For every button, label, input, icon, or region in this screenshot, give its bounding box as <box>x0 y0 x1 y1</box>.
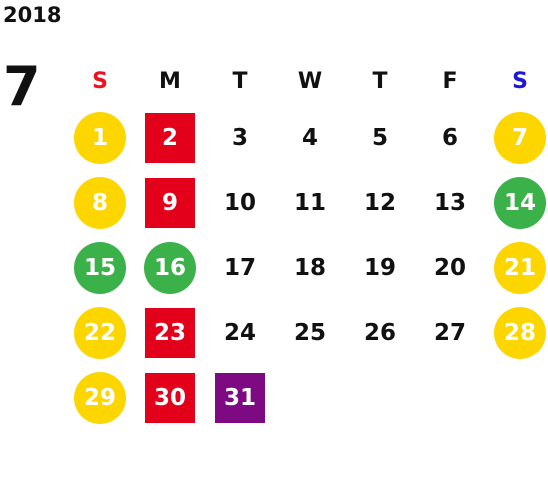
calendar-day-number: 7 <box>494 111 546 164</box>
calendar-day-cell <box>415 365 485 430</box>
calendar-day-cell <box>485 365 548 430</box>
calendar-day-cell[interactable]: 10 <box>205 170 275 235</box>
calendar-month: 7 <box>3 55 41 118</box>
weekday-header-monday: M <box>159 68 181 94</box>
calendar-day-cell[interactable]: 3 <box>205 105 275 170</box>
calendar-day-number: 17 <box>223 254 256 281</box>
calendar-day-cell[interactable]: 4 <box>275 105 345 170</box>
calendar-day-cell[interactable]: 1 <box>65 105 135 170</box>
calendar-day-number: 24 <box>223 319 256 346</box>
calendar-day-cell[interactable]: 28 <box>485 300 548 365</box>
calendar-day-number: 6 <box>441 124 458 151</box>
calendar-year: 2018 <box>3 3 62 27</box>
calendar-day-number: 18 <box>293 254 326 281</box>
calendar-day-number: 10 <box>223 189 256 216</box>
calendar-day-number: 31 <box>215 372 265 423</box>
calendar-day-number: 29 <box>74 371 126 424</box>
weekday-header-row: S M T W T F S <box>65 57 542 105</box>
calendar-day-cell[interactable]: 13 <box>415 170 485 235</box>
calendar-day-cell[interactable]: 11 <box>275 170 345 235</box>
calendar-day-number: 20 <box>433 254 466 281</box>
calendar-day-cell[interactable]: 12 <box>345 170 415 235</box>
calendar-day-cell[interactable]: 6 <box>415 105 485 170</box>
calendar-day-cell[interactable]: 5 <box>345 105 415 170</box>
calendar-day-number: 26 <box>363 319 396 346</box>
calendar-day-cell[interactable]: 24 <box>205 300 275 365</box>
calendar-day-cell[interactable]: 31 <box>205 365 275 430</box>
calendar-week-row: 22 23 24 25 26 27 28 <box>65 300 546 365</box>
calendar-day-number: 3 <box>231 124 248 151</box>
weekday-header-tuesday: T <box>232 68 248 94</box>
calendar-day-number: 27 <box>433 319 466 346</box>
calendar-day-number: 13 <box>433 189 466 216</box>
calendar-day-cell[interactable]: 17 <box>205 235 275 300</box>
calendar-day-number: 23 <box>145 307 195 358</box>
calendar-day-number: 1 <box>74 111 126 164</box>
calendar-day-cell[interactable]: 19 <box>345 235 415 300</box>
calendar-week-row: 15 16 17 18 19 20 21 <box>65 235 546 300</box>
calendar-day-cell[interactable]: 9 <box>135 170 205 235</box>
calendar-day-cell[interactable]: 2 <box>135 105 205 170</box>
calendar-day-cell[interactable]: 7 <box>485 105 548 170</box>
calendar-day-cell[interactable]: 16 <box>135 235 205 300</box>
calendar-day-cell <box>275 365 345 430</box>
weekday-header-sunday: S <box>92 68 108 94</box>
calendar-day-number: 21 <box>494 241 546 294</box>
calendar-day-number: 30 <box>145 372 195 423</box>
calendar-day-cell[interactable]: 20 <box>415 235 485 300</box>
calendar-day-number: 16 <box>144 241 196 294</box>
calendar-day-cell[interactable]: 15 <box>65 235 135 300</box>
calendar-day-cell[interactable]: 8 <box>65 170 135 235</box>
weekday-header-thursday: T <box>372 68 388 94</box>
calendar-day-number: 19 <box>363 254 396 281</box>
weekday-header-saturday: S <box>512 68 528 94</box>
calendar-day-number: 5 <box>371 124 388 151</box>
calendar-day-cell[interactable]: 25 <box>275 300 345 365</box>
calendar-day-number: 9 <box>145 177 195 228</box>
calendar-day-cell[interactable]: 30 <box>135 365 205 430</box>
calendar-day-cell[interactable]: 23 <box>135 300 205 365</box>
calendar-day-cell[interactable]: 27 <box>415 300 485 365</box>
calendar-day-cell[interactable]: 29 <box>65 365 135 430</box>
calendar-day-number: 11 <box>293 189 326 216</box>
calendar-day-cell[interactable]: 21 <box>485 235 548 300</box>
weekday-header-wednesday: W <box>297 68 323 94</box>
calendar-day-cell[interactable]: 14 <box>485 170 548 235</box>
calendar-day-number: 12 <box>363 189 396 216</box>
calendar-day-number: 15 <box>74 241 126 294</box>
calendar-day-cell[interactable]: 26 <box>345 300 415 365</box>
weekday-header-friday: F <box>442 68 458 94</box>
calendar-day-number: 22 <box>74 306 126 359</box>
calendar-day-number: 28 <box>494 306 546 359</box>
calendar-day-cell[interactable]: 22 <box>65 300 135 365</box>
calendar-day-cell <box>345 365 415 430</box>
calendar-day-number: 2 <box>145 112 195 163</box>
calendar-day-number: 14 <box>494 176 546 229</box>
calendar-day-cell[interactable]: 18 <box>275 235 345 300</box>
calendar-day-number: 8 <box>74 176 126 229</box>
calendar-week-row: 29 30 31 <box>65 365 542 430</box>
calendar-day-number: 25 <box>293 319 326 346</box>
calendar-day-number: 4 <box>301 124 318 151</box>
